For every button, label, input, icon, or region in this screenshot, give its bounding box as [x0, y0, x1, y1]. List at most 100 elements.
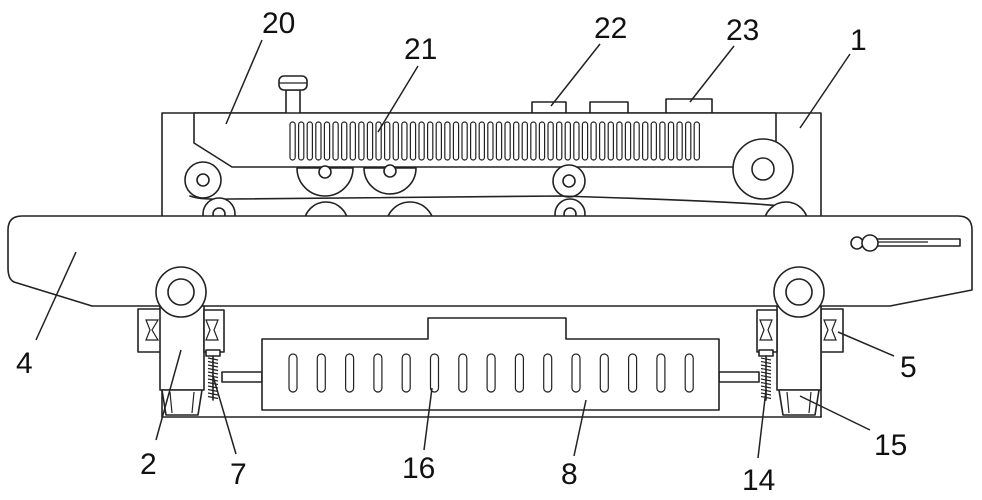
cooling-slot: [599, 353, 609, 393]
cooling-slot: [373, 353, 383, 393]
heater-fin: [470, 121, 477, 161]
heater-fin: [435, 121, 443, 161]
screw-thread: [760, 364, 772, 368]
screw-thread: [207, 378, 219, 382]
heater-fin: [409, 121, 417, 161]
heater-fin: [676, 121, 683, 161]
left-support-column: [155, 266, 225, 416]
heater-fin: [590, 121, 597, 161]
label-2: 2: [140, 448, 157, 481]
screw-thread: [207, 371, 219, 375]
screw-thread: [760, 367, 772, 372]
heater-fin: [427, 121, 434, 161]
heater-fin: [349, 121, 357, 161]
heater-fin: [444, 121, 451, 161]
heater-fin: [512, 121, 520, 161]
heater-fin: [624, 121, 632, 161]
heater-fin: [366, 121, 374, 161]
screw-thread: [207, 360, 219, 365]
cooling-slot: [288, 353, 298, 393]
heater-fin: [298, 121, 305, 161]
leader-lines: [35, 39, 895, 459]
screw-thread: [207, 357, 219, 361]
screw-thread: [760, 357, 772, 361]
upper-rollers: [184, 138, 794, 200]
part-labels: 20 21 22 23 1 4 5 2 7 16 8 14 15: [16, 7, 917, 497]
heater-fin: [547, 121, 554, 161]
heater-fin: [581, 121, 589, 161]
cooling-slot: [345, 353, 355, 393]
heater-fin: [521, 121, 529, 161]
cooling-slot: [627, 353, 638, 393]
cooling-slot: [401, 353, 411, 393]
top-module-22: [531, 101, 567, 114]
heater-fin: [495, 121, 503, 161]
screw-thread: [760, 371, 772, 375]
top-module-middle: [589, 101, 629, 114]
cooling-slots: [288, 353, 694, 393]
table-adjuster: [850, 234, 961, 252]
label-4: 4: [16, 347, 33, 380]
heater-fin: [650, 121, 658, 161]
heater-fin: [684, 121, 692, 161]
heater-fin: [693, 121, 701, 161]
heater-fins: [289, 121, 701, 161]
label-1: 1: [850, 24, 867, 57]
heater-fin: [341, 121, 348, 161]
heater-fin: [375, 121, 382, 161]
heater-fin: [392, 121, 400, 161]
label-15: 15: [874, 429, 907, 462]
cooling-slot: [543, 353, 553, 393]
heater-fin: [332, 121, 339, 161]
cooling-slot: [684, 353, 694, 393]
heater-fin: [487, 121, 494, 161]
cooling-slot: [571, 353, 581, 393]
screw-thread: [207, 395, 219, 400]
heater-fin: [641, 121, 649, 161]
cooling-slot: [656, 353, 666, 393]
label-23: 23: [726, 14, 759, 47]
cooling-slot: [429, 353, 440, 393]
screw-thread: [207, 388, 219, 393]
screw-thread: [207, 364, 219, 368]
label-20: 20: [262, 7, 295, 40]
cooling-slot: [316, 353, 326, 393]
screw-thread: [207, 367, 219, 372]
conveyor-belt: [189, 195, 801, 209]
label-16: 16: [402, 452, 435, 485]
heater-fin: [659, 121, 666, 161]
cooling-slot: [458, 353, 468, 393]
label-7: 7: [230, 458, 247, 491]
screw-thread: [760, 378, 772, 382]
heater-fin: [401, 121, 408, 161]
top-module-23: [665, 98, 713, 114]
heater-fin: [384, 121, 391, 161]
left-screw-threads: [207, 357, 219, 400]
heater-fin: [315, 121, 322, 161]
heater-fin: [598, 121, 606, 161]
heater-fin: [478, 121, 486, 161]
heater-fin: [616, 121, 623, 161]
heater-fin: [289, 121, 296, 161]
label-14: 14: [742, 464, 775, 497]
screw-thread: [207, 381, 219, 386]
screw-thread: [760, 381, 772, 386]
heater-fin: [564, 121, 572, 161]
heater-fin: [323, 121, 331, 161]
heater-fin: [573, 121, 580, 161]
label-22: 22: [594, 12, 627, 45]
screw-thread: [760, 374, 772, 379]
label-21: 21: [404, 33, 437, 66]
heater-fin: [538, 121, 546, 161]
label-5: 5: [900, 351, 917, 384]
left-clamp-bracket: [137, 308, 163, 353]
right-clamp-bracket: [820, 308, 844, 353]
heater-fin: [667, 121, 675, 161]
right-support-column: [756, 266, 825, 416]
heater-fin: [452, 121, 460, 161]
top-knob: [278, 75, 308, 115]
heater-fin: [530, 121, 537, 161]
label-8: 8: [561, 458, 578, 491]
